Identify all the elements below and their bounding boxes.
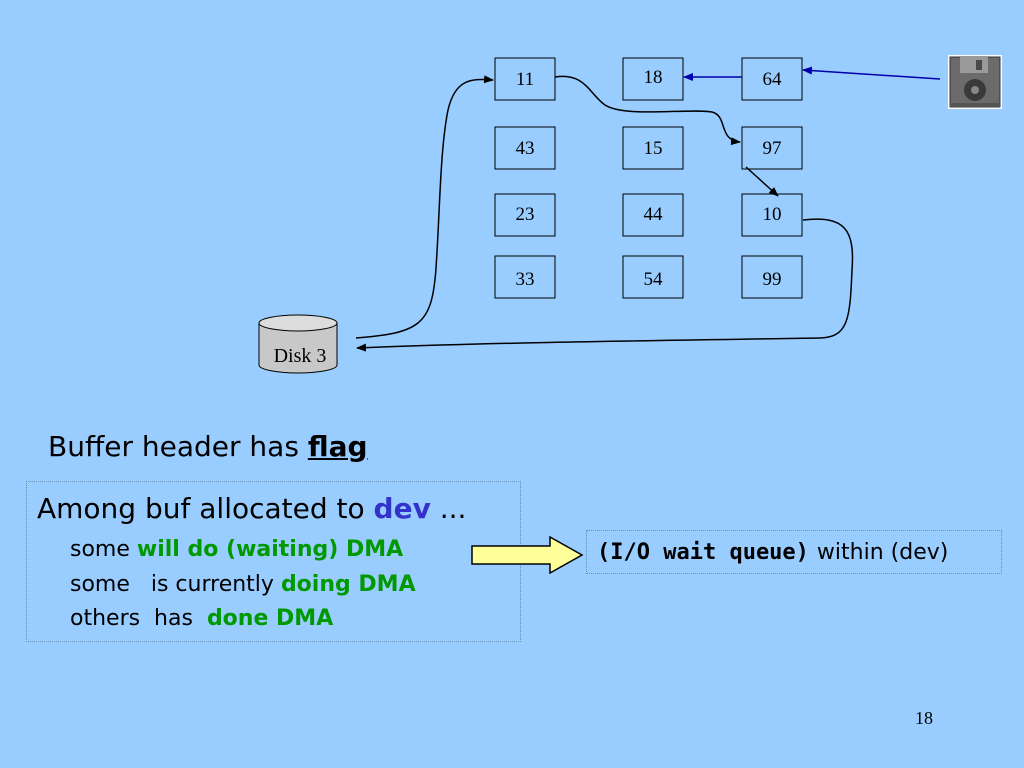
- intro-suffix: ...: [430, 492, 467, 525]
- wait-queue-label: (I/O wait queue): [597, 539, 809, 565]
- link-disk-to-11: [355, 75, 494, 339]
- intro-dev: dev: [373, 492, 431, 525]
- buffer-99: 99: [741, 255, 803, 299]
- svg-text:99: 99: [763, 269, 782, 290]
- buffer-43: 43: [494, 126, 556, 170]
- line1-highlight: will do (waiting) DMA: [136, 537, 404, 562]
- floppy-disk-icon: [948, 55, 1002, 109]
- buffer-23: 23: [494, 193, 556, 237]
- buffer-64: 64: [741, 57, 803, 101]
- buffer-10: 10: [741, 193, 803, 237]
- svg-text:97: 97: [763, 138, 782, 159]
- io-wait-queue-box: (I/O wait queue) within (dev): [586, 530, 1002, 574]
- line2-highlight: doing DMA: [280, 572, 416, 597]
- svg-text:43: 43: [516, 138, 535, 159]
- svg-text:33: 33: [516, 269, 535, 290]
- svg-text:10: 10: [763, 204, 782, 225]
- dma-line-doing: some is currently doing DMA: [70, 572, 416, 597]
- buffer-diagram: 11 18 64 43 15 97 23 44 10 33 54: [258, 57, 941, 374]
- buffer-33: 33: [494, 255, 556, 299]
- line3-highlight: done DMA: [206, 606, 334, 631]
- svg-text:11: 11: [516, 69, 534, 90]
- buffer-97: 97: [741, 126, 803, 170]
- svg-text:18: 18: [644, 67, 663, 88]
- buffer-15: 15: [622, 126, 684, 170]
- line1-prefix: some: [70, 537, 137, 562]
- buffer-header-heading: Buffer header has flag: [48, 430, 368, 463]
- svg-text:15: 15: [644, 138, 663, 159]
- intro-prefix: Among buf allocated to: [37, 492, 374, 525]
- dma-line-waiting: some will do (waiting) DMA: [70, 537, 403, 562]
- svg-text:54: 54: [644, 269, 664, 290]
- link-97-to-10: [745, 166, 779, 197]
- page-number: 18: [915, 708, 933, 728]
- line3-prefix: others has: [70, 606, 207, 631]
- buffer-18: 18: [622, 57, 684, 101]
- buffer-44: 44: [622, 193, 684, 237]
- pointer-floppy-to-64: [802, 66, 941, 80]
- block-arrow: [471, 535, 584, 575]
- dma-line-done: others has done DMA: [70, 606, 333, 631]
- line2-prefix: some is currently: [70, 572, 281, 597]
- dma-intro: Among buf allocated to dev ...: [37, 492, 466, 525]
- disk-label: Disk 3: [274, 345, 327, 367]
- heading-prefix: Buffer header has: [48, 430, 308, 463]
- link-10-to-disk: [356, 218, 854, 352]
- svg-text:64: 64: [763, 69, 783, 90]
- buffer-11: 11: [494, 57, 556, 101]
- svg-text:23: 23: [516, 204, 535, 225]
- link-11-to-97: [554, 75, 741, 146]
- heading-flag: flag: [307, 430, 368, 463]
- buffer-54: 54: [622, 255, 684, 299]
- disk-3-cylinder: Disk 3: [258, 314, 338, 374]
- svg-text:44: 44: [644, 204, 664, 225]
- wait-queue-rest: within (dev): [816, 539, 949, 565]
- dma-state-box: Among buf allocated to dev ... some will…: [26, 481, 521, 642]
